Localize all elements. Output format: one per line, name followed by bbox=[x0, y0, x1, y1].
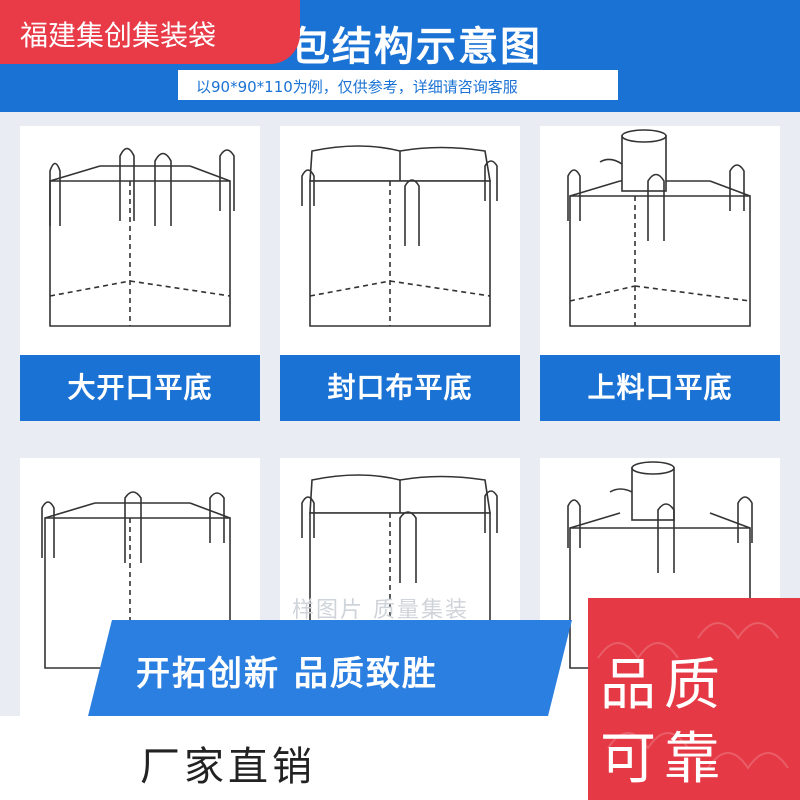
spout-top-bag-icon bbox=[540, 126, 780, 356]
quality-badge bbox=[588, 598, 800, 800]
open-top-bag-icon bbox=[20, 126, 260, 356]
card-label-spout-top: 上料口平底 bbox=[540, 355, 780, 421]
factory-text: 厂家直销 bbox=[140, 744, 316, 790]
skirt-top-bag-icon bbox=[280, 126, 520, 356]
card-label-open-top: 大开口平底 bbox=[20, 355, 260, 421]
page-title: 包结构示意图 bbox=[290, 24, 542, 70]
card-open-top[interactable]: 大开口平底 bbox=[20, 126, 260, 421]
card-spout-top[interactable]: 上料口平底 bbox=[540, 126, 780, 421]
subtitle-bar: 以90*90*110为例，仅供参考，详细请咨询客服 bbox=[178, 70, 618, 100]
factory-banner bbox=[0, 716, 600, 800]
card-skirt-top[interactable]: 封口布平底 bbox=[280, 126, 520, 421]
watermark: 样图片 质量集装 bbox=[292, 598, 469, 623]
cloud-pattern bbox=[597, 622, 789, 770]
badge-line-1: 品质 bbox=[600, 653, 728, 718]
slogan-text: 开拓创新 品质致胜 bbox=[136, 654, 438, 694]
brand-name: 福建集创集装袋 bbox=[20, 19, 217, 52]
brand-badge: 福建集创集装袋 bbox=[0, 0, 300, 64]
subtitle: 以90*90*110为例，仅供参考，详细请咨询客服 bbox=[196, 78, 518, 96]
card-label-skirt-top: 封口布平底 bbox=[280, 355, 520, 421]
badge-line-2: 可靠 bbox=[600, 727, 728, 792]
